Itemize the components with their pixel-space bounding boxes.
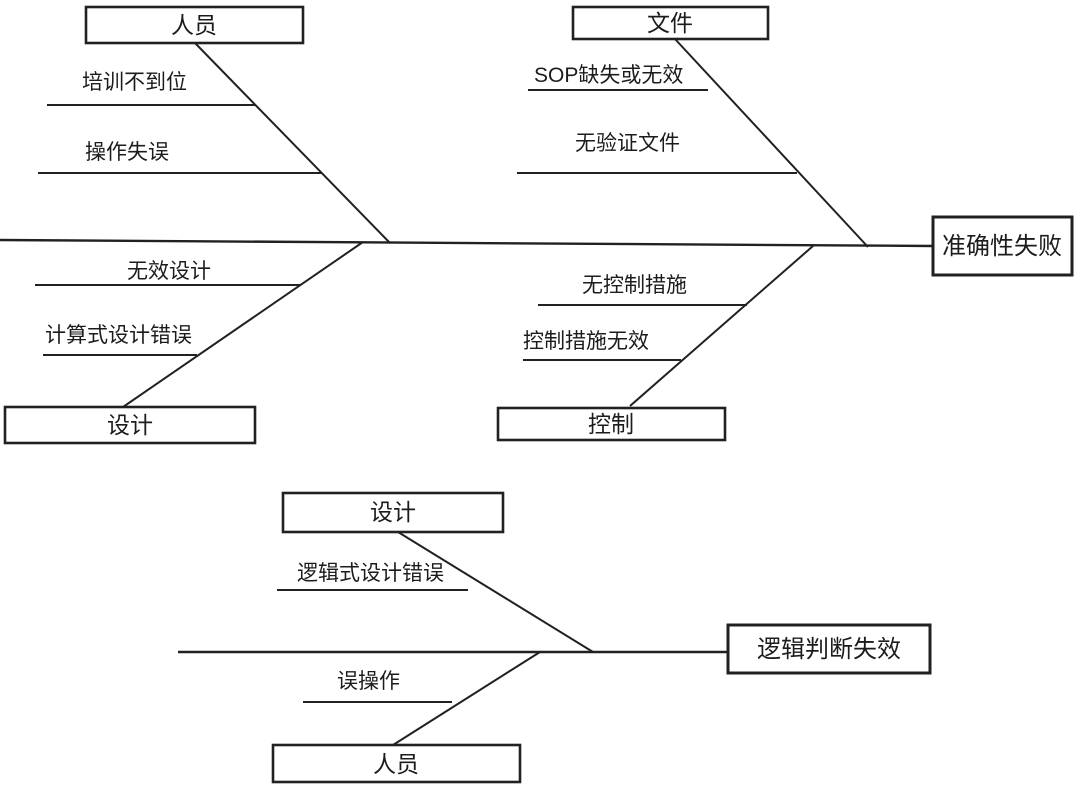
cause-label-no-control-measures: 无控制措施: [582, 274, 687, 297]
top-documents-branch-line: [674, 38, 869, 248]
cause-label-logic-design-error: 逻辑式设计错误: [297, 562, 444, 585]
cause-label-calc-design-error: 计算式设计错误: [45, 324, 192, 347]
top-spine-line: [0, 238, 934, 248]
top-design-box: [3, 405, 257, 445]
cause-label-no-validation-doc: 无验证文件: [575, 132, 680, 155]
top-control-label: 控制: [588, 411, 634, 437]
top-category-documents: 文件 SOP缺失或无效 无验证文件: [517, 5, 869, 248]
top-documents-box: [571, 5, 770, 41]
bottom-personnel-label: 人员: [373, 751, 419, 777]
bottom-effect-box: [726, 623, 932, 675]
top-control-box: [496, 406, 727, 442]
top-control-branch-line: [629, 245, 814, 407]
bottom-personnel-box: [271, 743, 522, 784]
top-personnel-branch-line: [194, 42, 391, 244]
top-personnel-box: [84, 5, 305, 45]
bottom-personnel-branch-line: [392, 651, 541, 746]
cause-label-invalid-design: 无效设计: [127, 260, 211, 283]
cause-label-training-gap: 培训不到位: [82, 71, 187, 94]
bottom-category-personnel: 人员 误操作: [271, 651, 541, 784]
top-effect-box: [931, 215, 1074, 277]
fishbone-top-accuracy-failure: 准确性失败 人员 培训不到位 操作失误 文件 SOP缺失或无效 无验证文件: [0, 5, 1074, 445]
cause-label-sop-missing: SOP缺失或无效: [534, 64, 683, 87]
top-category-personnel: 人员 培训不到位 操作失误: [38, 5, 391, 244]
bottom-design-box: [281, 491, 505, 534]
cause-label-misoperation: 误操作: [337, 670, 400, 693]
bottom-design-branch-line: [397, 531, 594, 653]
fishbone-bottom-logic-failure: 逻辑判断失效 设计 逻辑式设计错误 人员 误操作: [178, 491, 932, 784]
top-category-control: 控制 无控制措施 控制措施无效: [496, 245, 814, 442]
top-design-label: 设计: [107, 412, 153, 438]
top-design-branch-line: [122, 241, 364, 408]
top-documents-label: 文件: [647, 10, 693, 36]
bottom-design-label: 设计: [370, 499, 416, 525]
cause-label-operation-error: 操作失误: [85, 141, 169, 164]
bottom-category-design: 设计 逻辑式设计错误: [277, 491, 594, 653]
top-personnel-label: 人员: [171, 12, 217, 38]
top-category-design: 设计 无效设计 计算式设计错误: [3, 241, 364, 445]
top-effect-label: 准确性失败: [942, 233, 1062, 260]
cause-label-control-measures-invalid: 控制措施无效: [523, 330, 649, 353]
bottom-effect-label: 逻辑判断失效: [757, 636, 901, 663]
